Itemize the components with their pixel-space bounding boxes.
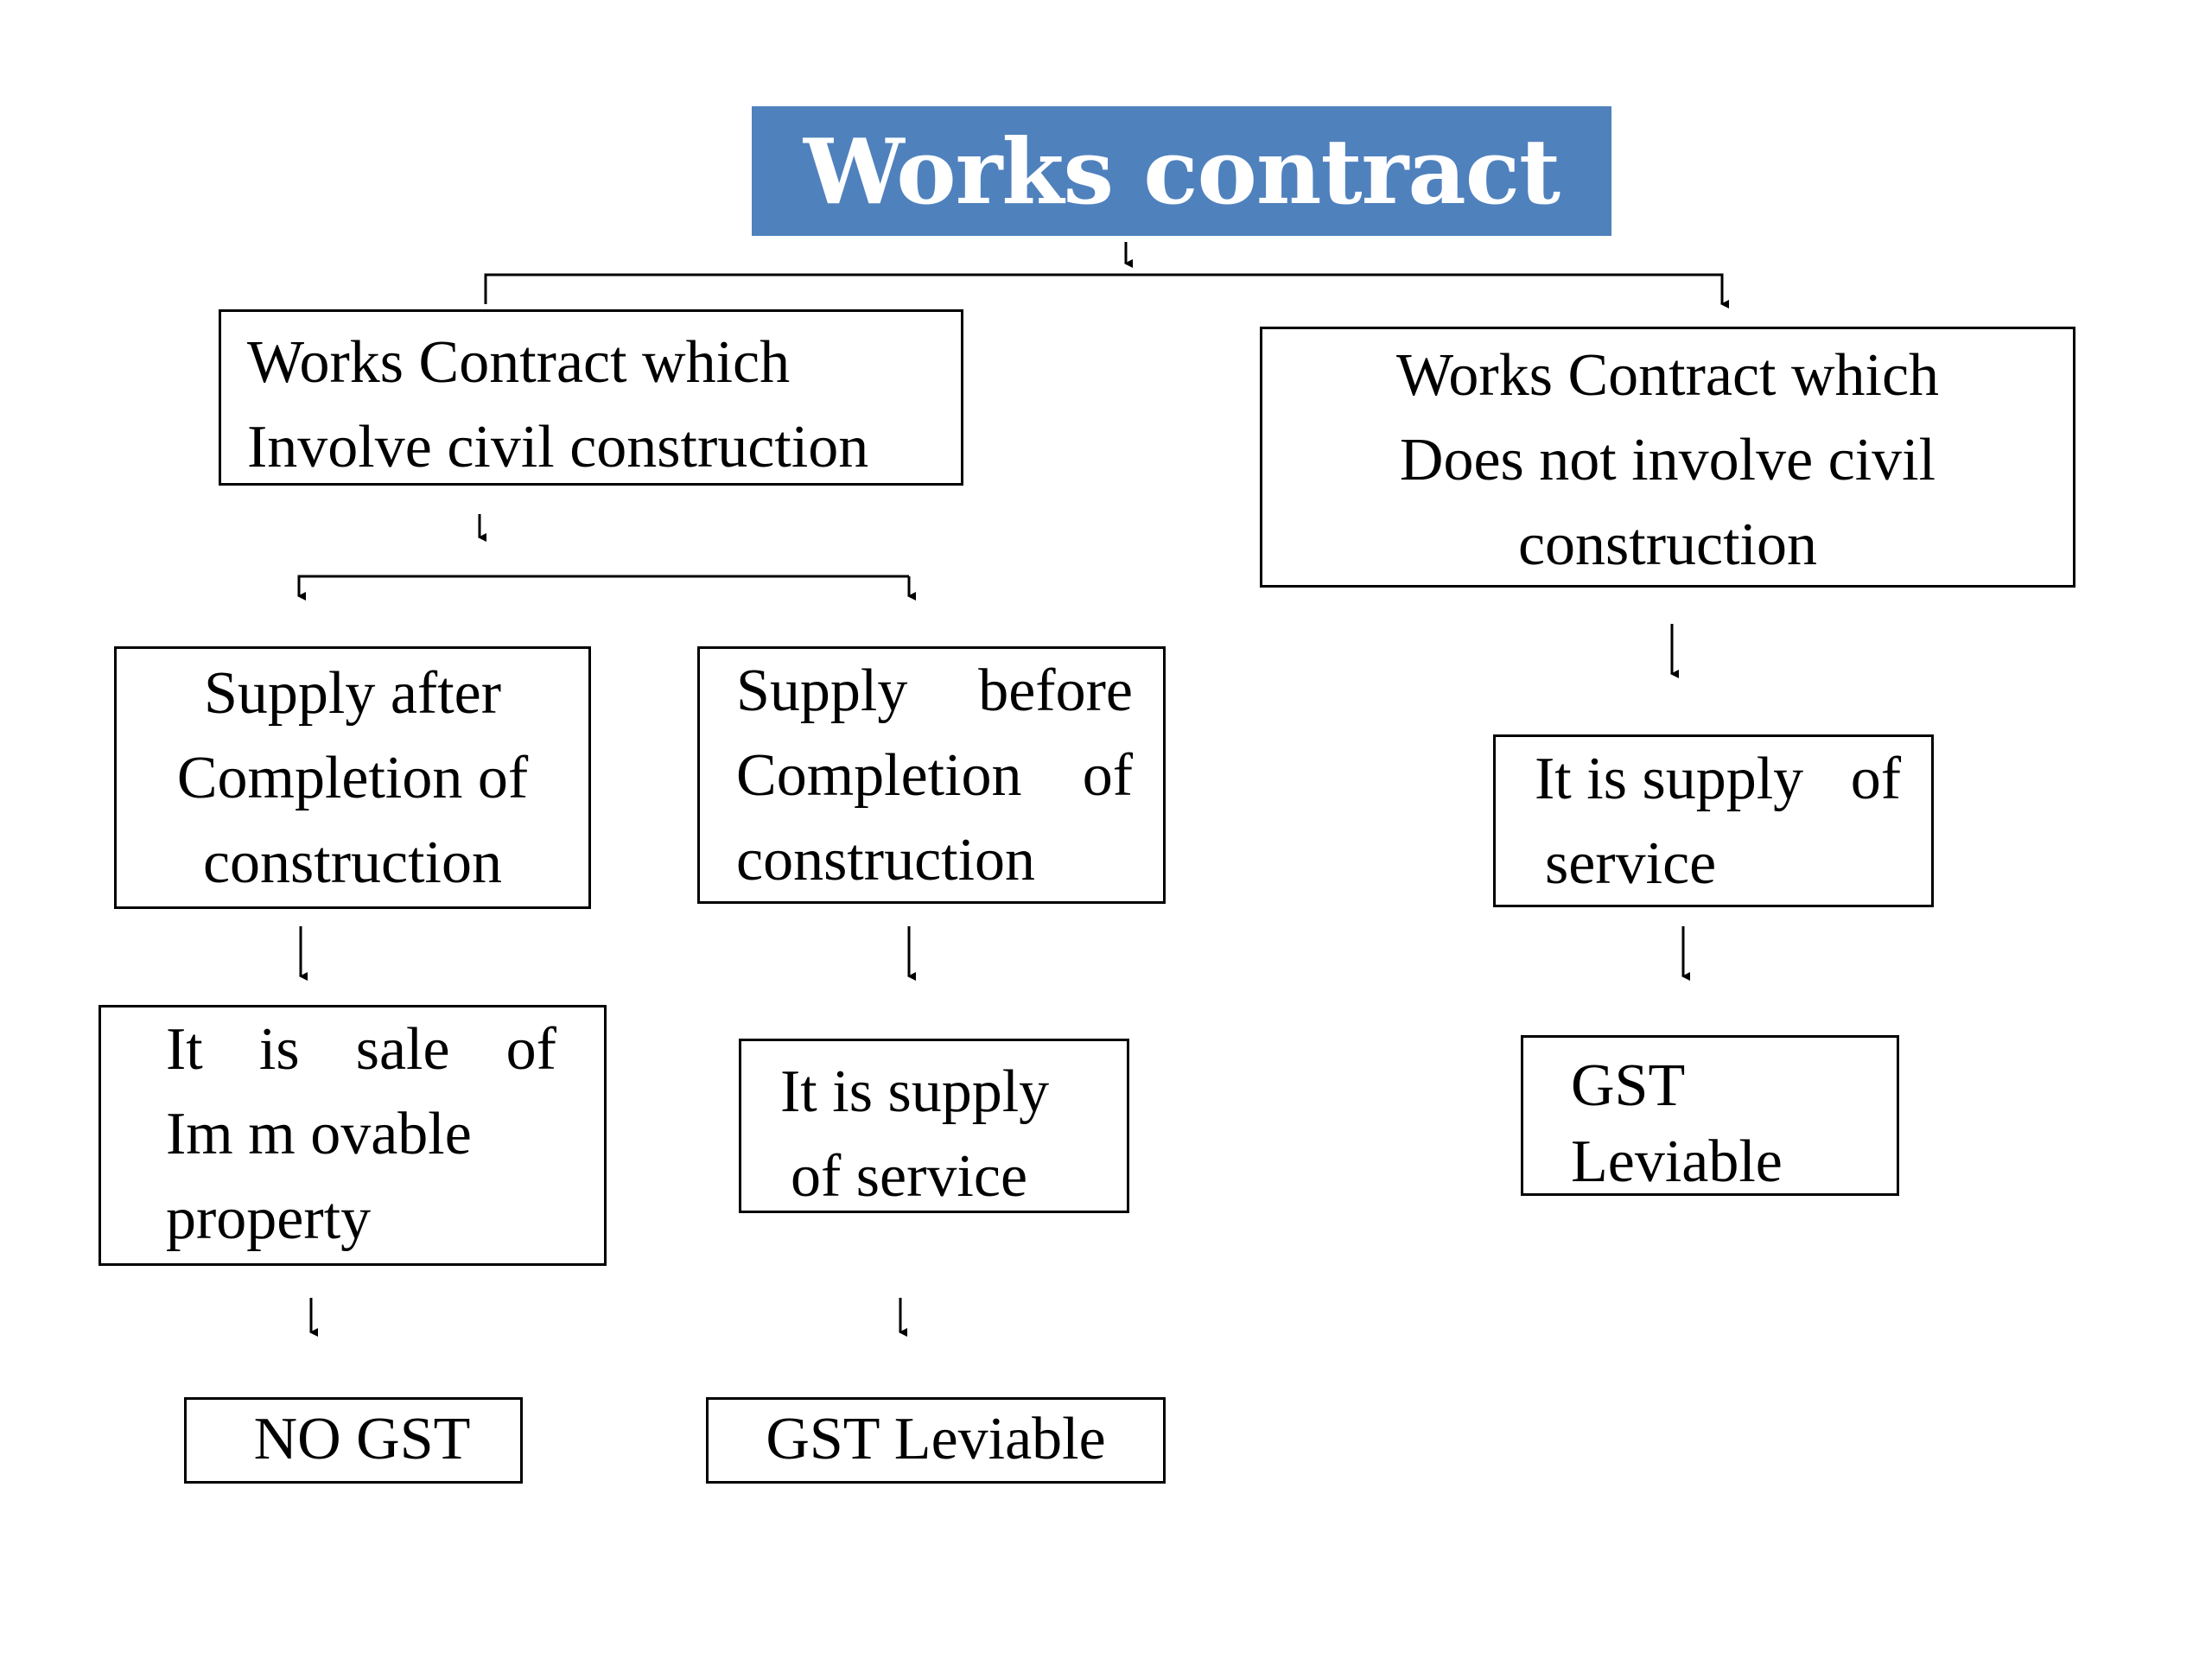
non-civil-line-3: construction — [1517, 512, 1818, 578]
supply-of-service-box-middle: It is supply of service — [739, 1039, 1129, 1213]
diagram-title: Works contract — [803, 118, 1560, 225]
no-gst-box: NO GST — [184, 1397, 523, 1484]
service-right-word-1: It is supply — [1535, 746, 1804, 812]
sale-word-3: sale — [355, 1016, 450, 1083]
connector-title-split — [484, 273, 1729, 308]
before-line-3: construction — [736, 827, 1036, 893]
after-line-2: Completion of — [176, 745, 529, 811]
no-gst-label: NO GST — [253, 1406, 471, 1472]
before-word-3: Completion — [736, 742, 1022, 809]
non-civil-construction-box: Works Contract which Does not involve ci… — [1260, 327, 2075, 588]
before-word-2: before — [978, 658, 1133, 724]
after-line-3: construction — [202, 830, 503, 896]
service-right-word-2: of — [1850, 746, 1901, 812]
title-box: Works contract — [752, 106, 1611, 236]
gst-leviable-box-right: GST Leviable — [1521, 1035, 1899, 1196]
service-middle-line-1: It is supply — [780, 1058, 1050, 1125]
supply-after-completion-box: Supply after Completion of construction — [114, 646, 591, 909]
civil-construction-box: Works Contract which Involve civil const… — [219, 309, 963, 486]
non-civil-line-2: Does not involve civil — [1399, 427, 1936, 493]
sale-word-4: of — [505, 1016, 556, 1083]
supply-before-completion-box: Supply before Completion of construction — [697, 646, 1166, 904]
gst-middle-label: GST Leviable — [766, 1406, 1106, 1472]
sale-word-1: It — [166, 1016, 203, 1083]
sale-line-2: Im m ovable — [166, 1101, 472, 1167]
sale-word-2: is — [258, 1016, 300, 1083]
supply-of-service-box-right: It is supply of service — [1493, 734, 1934, 907]
sale-line-3: property — [166, 1185, 372, 1252]
gst-leviable-box-middle: GST Leviable — [706, 1397, 1166, 1484]
non-civil-line-1: Works Contract which — [1395, 342, 1940, 409]
before-word-1: Supply — [736, 658, 908, 724]
after-line-1: Supply after — [203, 660, 502, 727]
gst-right-line-1: GST — [1571, 1052, 1686, 1119]
service-middle-line-2: of service — [791, 1143, 1028, 1210]
service-right-line-2: service — [1545, 830, 1717, 897]
civil-line-1: Works Contract which — [247, 329, 791, 396]
connector-civil-split — [297, 575, 909, 596]
gst-right-line-2: Leviable — [1571, 1128, 1783, 1195]
before-word-4: of — [1082, 742, 1133, 809]
sale-of-immovable-property-box: It is sale of Im m ovable property — [99, 1005, 607, 1266]
civil-line-2: Involve civil construction — [247, 414, 869, 480]
